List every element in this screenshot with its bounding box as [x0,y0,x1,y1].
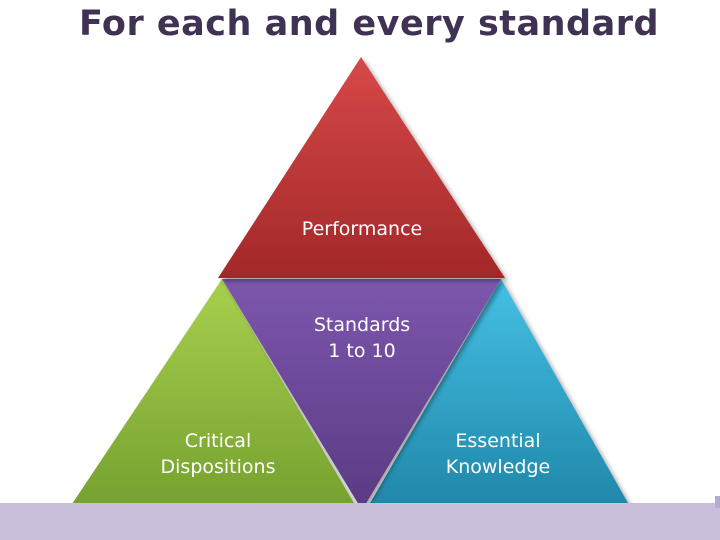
label-critical-dispositions: Critical Dispositions [160,430,276,478]
slide-title: For each and every standard [78,4,660,44]
green-triangle [68,279,358,510]
red-triangle [218,57,505,278]
footer-bar [0,503,720,540]
label-standards: Standards 1 to 10 [313,314,411,362]
footer-accent [715,496,720,508]
blue-triangle [366,279,632,510]
purple-triangle [222,279,501,510]
label-performance: Performance [301,218,423,240]
label-essential-knowledge: Essential Knowledge [445,430,551,478]
